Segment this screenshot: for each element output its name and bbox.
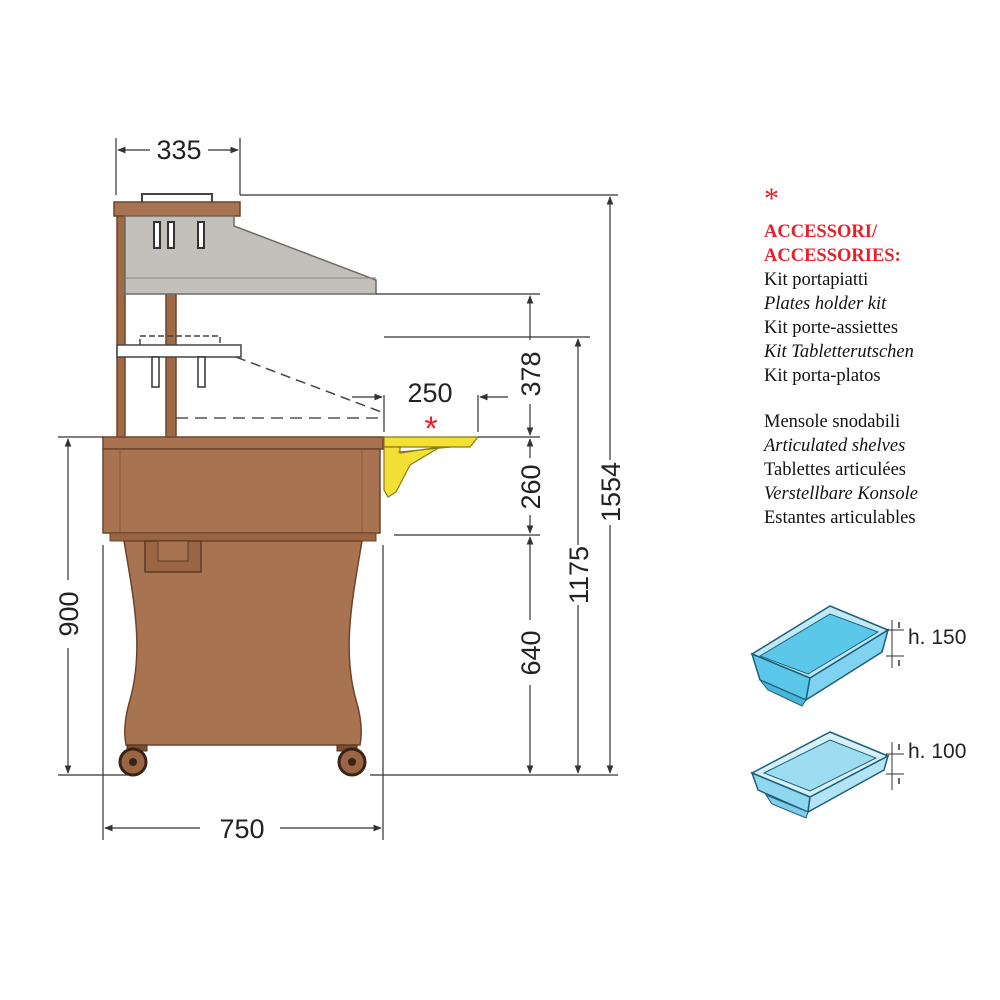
legend-item: Kit Tabletterutschen bbox=[764, 342, 914, 362]
lower-body bbox=[123, 540, 363, 746]
container-h150 bbox=[750, 605, 904, 707]
counter-top bbox=[102, 436, 384, 450]
upper-body bbox=[102, 448, 381, 534]
articulated-shelf bbox=[383, 436, 480, 498]
legend-item: Tablettes articulées bbox=[764, 460, 907, 480]
container-h100 bbox=[750, 731, 904, 819]
dim-260: 260 bbox=[516, 464, 546, 509]
dim-250: 250 bbox=[407, 378, 452, 408]
caster-wheels bbox=[118, 744, 367, 777]
dim-335: 335 bbox=[156, 135, 201, 165]
accessory-marker: * bbox=[424, 410, 437, 448]
legend-item: Estantes articulables bbox=[764, 508, 916, 528]
container-h150-label: h. 150 bbox=[908, 626, 966, 649]
dim-640: 640 bbox=[516, 630, 546, 675]
legend-title-line2: ACCESSORIES: bbox=[764, 246, 901, 266]
top-tray bbox=[141, 193, 213, 202]
top-cap bbox=[113, 201, 241, 217]
legend-item: Verstellbare Konsole bbox=[764, 484, 918, 504]
plates-holder-shelf bbox=[116, 335, 385, 414]
canopy bbox=[124, 215, 377, 295]
dim-378: 378 bbox=[516, 351, 546, 396]
buffet-cabinet bbox=[102, 193, 480, 777]
legend-item: Kit portapiatti bbox=[764, 270, 869, 290]
dim-1554: 1554 bbox=[596, 462, 626, 522]
back-post bbox=[116, 202, 126, 439]
canopy-brackets bbox=[153, 221, 205, 249]
legend-title-line1: ACCESSORI/ bbox=[764, 222, 878, 242]
legend-item: Kit porte-assiettes bbox=[764, 318, 899, 338]
dim-900: 900 bbox=[54, 591, 84, 636]
dimension-lines bbox=[58, 138, 618, 840]
legend-item: Plates holder kit bbox=[764, 294, 887, 314]
dim-1175: 1175 bbox=[564, 546, 594, 604]
legend-item: Kit porta-platos bbox=[764, 366, 881, 386]
container-h100-label: h. 100 bbox=[908, 740, 966, 763]
dim-750: 750 bbox=[219, 814, 264, 844]
accessories-legend: * ACCESSORI/ ACCESSORIES: Kit portapiatt… bbox=[764, 184, 994, 530]
legend-marker: * bbox=[764, 182, 779, 215]
legend-item: Articulated shelves bbox=[764, 436, 906, 456]
legend-item: Mensole snodabili bbox=[764, 412, 901, 432]
